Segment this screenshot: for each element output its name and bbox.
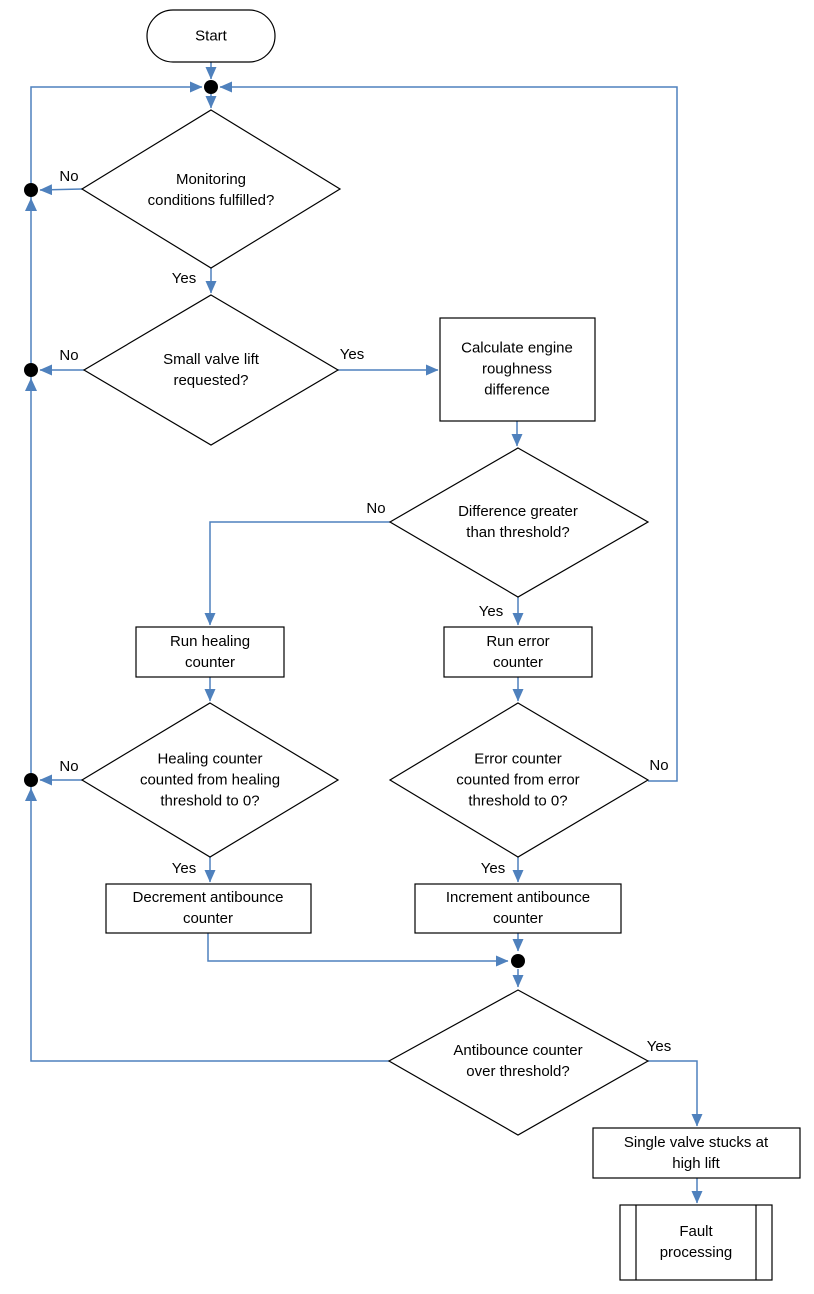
shape-outlines (80, 9, 801, 1281)
node-runerror-shape (443, 626, 593, 678)
node-fault-shape (619, 1204, 773, 1281)
left-line-up-arrowheads (25, 198, 37, 801)
shape-fills (80, 9, 801, 1281)
edge-difference-no (204, 521, 390, 626)
node-antibounce-shape (387, 989, 650, 1136)
edge-antibounce-yes (648, 1060, 703, 1127)
up-arrowhead-icon (25, 378, 37, 391)
top-junction-dot (204, 80, 218, 94)
node-decrement-shape (105, 883, 312, 934)
up-arrowhead-icon (25, 198, 37, 211)
node-runhealing-shape (135, 626, 285, 678)
node-difference-shape (388, 447, 650, 598)
bottom-junction-dot (511, 954, 525, 968)
edge-antibounce-return (30, 81, 389, 1062)
node-calc-shape (439, 317, 596, 422)
node-healingcheck-shape (80, 702, 340, 858)
node-singlevalve-shape (592, 1127, 801, 1179)
node-monitoring-shape (80, 109, 342, 269)
edge-decrement-to-junction (207, 933, 509, 967)
node-errorcheck-shape (388, 702, 650, 858)
left-merge-dot-1 (24, 183, 38, 197)
connectors (30, 62, 703, 1204)
junction-dots (24, 80, 525, 968)
edge-monitoring-no (39, 184, 83, 196)
node-increment-shape (414, 883, 622, 934)
node-smallvalve-shape (82, 294, 340, 446)
left-merge-dot-3 (24, 773, 38, 787)
left-merge-dot-2 (24, 363, 38, 377)
up-arrowhead-icon (25, 788, 37, 801)
node-start-shape (146, 9, 276, 63)
edge-error-no-return (219, 81, 678, 782)
